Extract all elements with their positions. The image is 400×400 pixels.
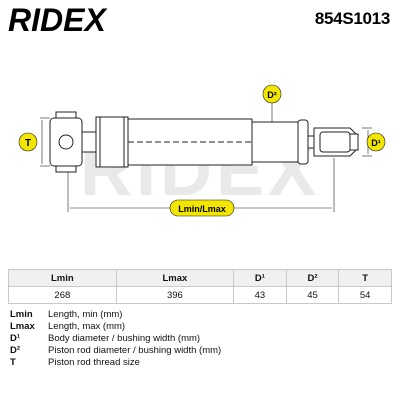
brand-logo-text: RIDEX [8,4,107,36]
table-cell: 396 [115,286,235,304]
table-row: 268 396 43 45 54 [8,286,392,304]
legend-item: D² Piston rod diameter / bushing width (… [10,345,221,357]
legend-key: D¹ [10,333,21,344]
table-header: T [338,269,392,287]
table-header: Lmin [8,269,117,287]
part-number: 854S1013 [314,9,390,28]
dimensions-table: Lmin Lmax D¹ D² T 268 396 43 45 54 [8,269,392,304]
legend-desc: Length, min (mm) [48,309,123,320]
table-cell: 45 [285,286,340,304]
header: RIDEX 854S1013 [0,0,400,40]
legend-desc: Body diameter / bushing width (mm) [48,333,201,344]
ridex-logo: RIDEX [8,4,107,36]
body-diameter-label: D¹ [371,138,381,148]
legend-desc: Piston rod thread size [48,357,140,368]
legend-key: T [10,357,16,368]
legend-key: D² [10,345,21,356]
rod-diameter-badge: D² [262,84,282,104]
length-label: Lmin/Lmax [178,204,226,214]
table-header: D¹ [233,269,287,287]
rod-diameter-label: D² [267,90,277,100]
length-badge: Lmin/Lmax [169,199,235,217]
legend-key: Lmin [10,309,33,320]
piston-rod-section [251,119,315,165]
shock-absorber-diagram: RIDEX [18,84,386,217]
legend-item: Lmin Length, min (mm) [10,309,221,321]
shock-body [95,116,253,168]
thread-badge: T [18,132,38,152]
right-eye-mount [313,127,359,157]
table-cell: 268 [8,286,117,304]
legend-key: Lmax [10,321,35,332]
table-header-row: Lmin Lmax D¹ D² T [8,269,392,287]
legend: Lmin Length, min (mm) Lmax Length, max (… [10,309,221,369]
legend-item: Lmax Length, max (mm) [10,321,221,333]
legend-item: T Piston rod thread size [10,357,221,369]
legend-desc: Length, max (mm) [48,321,126,332]
body-diameter-badge: D¹ [366,132,386,152]
legend-item: D¹ Body diameter / bushing width (mm) [10,333,221,345]
table-header: D² [285,269,340,287]
thread-label: T [25,138,31,149]
table-cell: 43 [233,286,287,304]
legend-desc: Piston rod diameter / bushing width (mm) [48,345,222,356]
table-cell: 54 [338,286,392,304]
left-eye-mount [49,111,97,173]
table-header: Lmax [115,269,235,287]
